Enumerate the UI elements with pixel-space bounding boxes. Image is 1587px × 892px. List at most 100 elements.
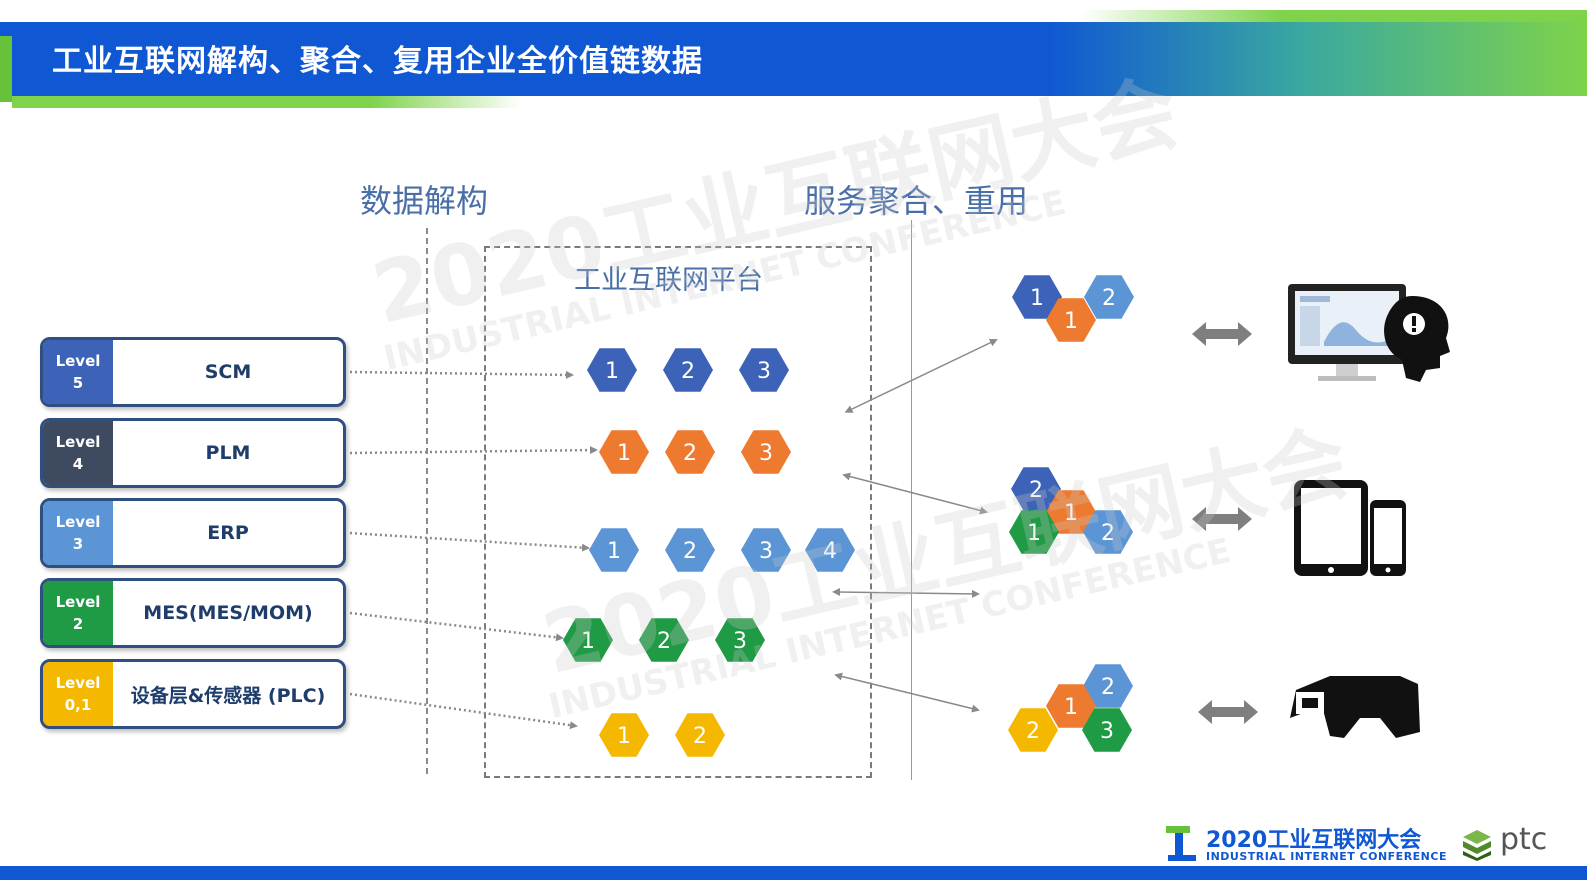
hexagon-shape	[665, 430, 715, 474]
level-row-device: Level 0,1 设备层&传感器 (PLC)	[40, 659, 346, 729]
hexagon-shape	[805, 528, 855, 572]
hexagon-label: 1	[1030, 286, 1044, 311]
ptc-logo-icon	[1463, 830, 1491, 861]
hexagon-shape	[639, 618, 689, 662]
footer-bar	[0, 866, 1587, 880]
level-badge: Level 5	[43, 340, 113, 404]
hexagon-shape	[599, 430, 649, 474]
platform-title: 工业互联网平台	[574, 265, 763, 296]
hexagon-label: 2	[683, 441, 697, 466]
hexagon-label: 2	[683, 539, 697, 564]
level-badge-number: 5	[72, 374, 84, 392]
hexagon-label: 1	[1027, 521, 1041, 546]
device-arrows	[1192, 322, 1258, 724]
level-badge: Level 3	[43, 501, 113, 565]
level-badge-number: 0,1	[64, 696, 92, 714]
hexagon-shape	[741, 430, 791, 474]
double-arrow-icon	[1192, 507, 1252, 531]
level-badge-top: Level	[55, 513, 101, 531]
arrow-erp	[349, 531, 590, 552]
hexagon-shape	[663, 348, 713, 392]
header-accent-bottom	[12, 96, 522, 108]
level-badge: Level 0,1	[43, 662, 113, 726]
arrow-mes	[349, 611, 564, 642]
level-arrows	[349, 370, 598, 730]
level-row-scm: Level 5 SCM	[40, 337, 346, 407]
hexagon-label: 1	[607, 539, 621, 564]
hexagon-label: 2	[1101, 675, 1115, 700]
platform-hexagon: 2	[665, 430, 715, 474]
hexagon-label: 1	[617, 724, 631, 749]
hexagon-label: 3	[759, 539, 773, 564]
hexagon-label: 2	[693, 724, 707, 749]
level-badge-number: 4	[72, 455, 84, 473]
hexagon-label: 1	[1064, 309, 1078, 334]
level-name: PLM	[205, 442, 251, 464]
ar-glasses-icon	[1290, 676, 1420, 738]
platform-hexagon: 1	[563, 618, 613, 662]
monitor-with-idea-icon	[1288, 284, 1450, 382]
hexagon-label: 2	[1029, 478, 1043, 503]
conference-logo-subtext: INDUSTRIAL INTERNET CONFERENCE	[1206, 850, 1447, 863]
cluster-hexagon: 2	[1083, 664, 1133, 708]
level-badge: Level 4	[43, 421, 113, 485]
hexagon-label: 2	[1102, 286, 1116, 311]
platform-hexagon: 4	[805, 528, 855, 572]
hexagon-label: 3	[759, 441, 773, 466]
ptc-logo-text: ptc	[1500, 822, 1548, 857]
service-arrow	[842, 472, 988, 515]
deconstruct-divider	[426, 228, 428, 774]
hexagon-shape	[1084, 275, 1134, 319]
double-arrow-icon	[1198, 700, 1258, 724]
tablet-phone-icon	[1294, 480, 1406, 576]
platform-hexagon: 1	[599, 430, 649, 474]
conference-logo-icon	[1166, 826, 1196, 861]
platform-hexagon: 3	[741, 528, 791, 572]
hexagon-shape	[1009, 510, 1059, 554]
platform-hexagon: 3	[741, 430, 791, 474]
hexagon-shape	[587, 348, 637, 392]
level-badge-number: 2	[72, 615, 84, 633]
cluster-hexagon: 1	[1012, 275, 1062, 319]
hexagon-shape	[1046, 490, 1096, 534]
hexagon-shape	[715, 618, 765, 662]
level-badge-top: Level	[55, 674, 101, 692]
hexagon-shape	[665, 528, 715, 572]
platform-hexagon: 2	[663, 348, 713, 392]
hexagon-shape	[1083, 510, 1133, 554]
hexagon-label: 1	[605, 359, 619, 384]
service-arrow	[832, 588, 980, 598]
platform-hexagon: 2	[639, 618, 689, 662]
platform-hexagon: 3	[715, 618, 765, 662]
hexagon-shape	[1082, 708, 1132, 752]
hexagon-shape	[1083, 664, 1133, 708]
cluster-hexagon: 1	[1046, 490, 1096, 534]
service-arrow	[834, 672, 980, 713]
cluster-hexagon: 3	[1082, 708, 1132, 752]
hexagon-label: 3	[757, 359, 771, 384]
level-row-mes: Level 2 MES(MES/MOM)	[40, 578, 346, 648]
header-accent-left	[0, 36, 12, 102]
double-arrow-icon	[1192, 322, 1252, 346]
cluster-hexagon: 2	[1011, 467, 1061, 511]
level-badge-top: Level	[55, 433, 101, 451]
level-badge-top: Level	[55, 593, 101, 611]
hexagon-shape	[1046, 684, 1096, 728]
level-row-erp: Level 3 ERP	[40, 498, 346, 568]
level-name: ERP	[207, 522, 249, 544]
hexagon-shape	[1008, 708, 1058, 752]
hexagon-shape	[1046, 298, 1096, 342]
cluster-hexagon: 2	[1008, 708, 1058, 752]
hexagon-shape	[1012, 275, 1062, 319]
hexagon-label: 3	[733, 629, 747, 654]
level-name: MES(MES/MOM)	[143, 602, 313, 624]
arrow-device	[349, 692, 578, 730]
deconstruct-label: 数据解构	[360, 182, 489, 220]
hexagon-label: 2	[681, 359, 695, 384]
page-title: 工业互联网解构、聚合、复用企业全价值链数据	[52, 44, 703, 79]
